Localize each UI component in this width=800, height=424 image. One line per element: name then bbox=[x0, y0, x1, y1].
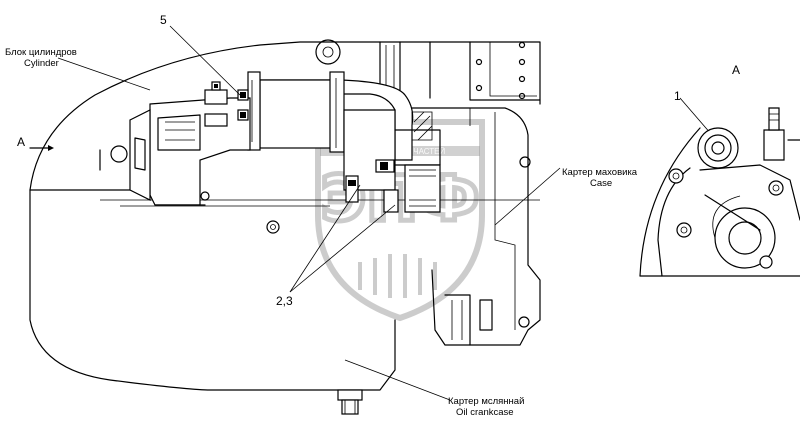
label-cylinder-block-en: Cylinder bbox=[24, 58, 59, 69]
label-flywheel-case-ru: Картер маховика bbox=[562, 167, 638, 178]
watermark-wheat-icon bbox=[358, 254, 437, 298]
view-a-title: A bbox=[732, 63, 740, 77]
item-number-2-3: 2,3 bbox=[276, 294, 293, 308]
label-oil-crankcase-en: Oil crankcase bbox=[456, 407, 514, 418]
item-number-5: 5 bbox=[160, 13, 167, 27]
view-a-arrow-label: A bbox=[17, 135, 25, 149]
label-oil-crankcase-ru: Картер мсляннай bbox=[448, 396, 524, 407]
item-number-1: 1 bbox=[674, 89, 681, 103]
labels: Блок цилиндров Cylinder Картер маховика … bbox=[5, 13, 740, 418]
label-cylinder-block-ru: Блок цилиндров bbox=[5, 47, 77, 58]
starter-assembly bbox=[129, 71, 441, 213]
top-plate bbox=[379, 41, 541, 101]
block-plugs bbox=[110, 39, 531, 328]
view-a-detail bbox=[639, 107, 800, 277]
label-flywheel-case-en: Case bbox=[590, 178, 612, 189]
leader-lines bbox=[29, 25, 719, 401]
mounting-bolts bbox=[345, 159, 399, 213]
oil-drain-plug bbox=[337, 389, 363, 415]
terminal-studs bbox=[204, 81, 249, 127]
